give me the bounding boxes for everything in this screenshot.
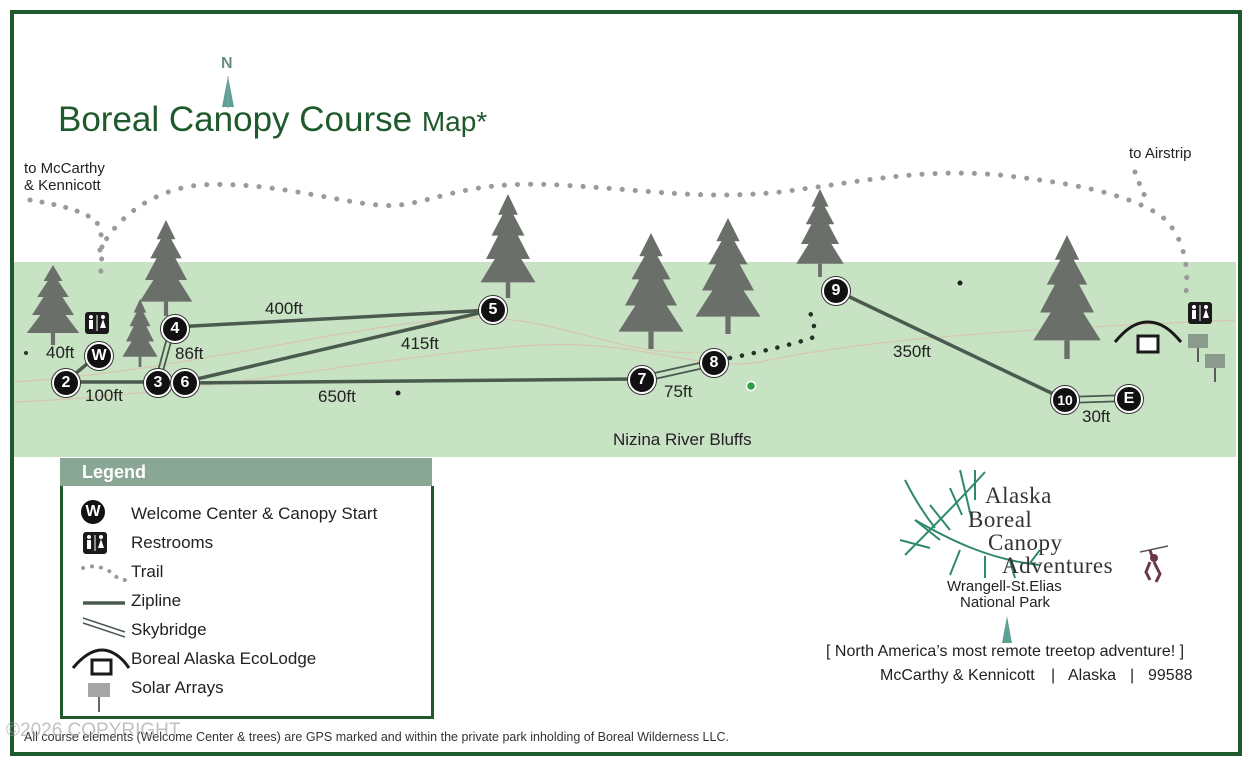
- station-3[interactable]: 3: [144, 369, 172, 397]
- region-label: Nizina River Bluffs: [613, 430, 752, 449]
- map-border: [10, 10, 1242, 756]
- restrooms-icon: [1188, 302, 1212, 324]
- north-label: N: [221, 55, 233, 72]
- contour-line: [13, 319, 1237, 403]
- legend-label-ecolodge: Boreal Alaska EcoLodge: [131, 649, 317, 668]
- address-state: Alaska: [1068, 667, 1117, 684]
- trail-dot: [957, 280, 963, 286]
- skybridge-icon: [82, 617, 126, 638]
- station-4[interactable]: 4: [161, 315, 189, 343]
- map-title-main: Boreal Canopy Course: [58, 100, 413, 139]
- map-title: Boreal Canopy Course Map*: [58, 100, 487, 140]
- restrooms-icon: [85, 312, 109, 334]
- distance-w-2: 40ft: [46, 343, 75, 362]
- solar-array-icon: [1188, 334, 1225, 382]
- station-8[interactable]: 8: [700, 349, 728, 377]
- logo-arrow-icon: [1002, 616, 1012, 643]
- trail-path: [97, 170, 1190, 303]
- legend-label-skybridge: Skybridge: [131, 620, 207, 639]
- destination-mccarthy-line2: & Kennicott: [24, 177, 101, 194]
- legend-label-solar: Solar Arrays: [131, 678, 224, 697]
- trail-dot: [395, 390, 401, 396]
- destination-mccarthy-line1: to McCarthy: [24, 160, 105, 177]
- tree-icon: [480, 194, 536, 298]
- solar-array-icon: [88, 683, 110, 712]
- legend-panel: W Welcome Center & Canopy Start Restroom…: [60, 486, 434, 719]
- distance-6-7: 650ft: [318, 387, 356, 406]
- station-7[interactable]: 7: [628, 366, 656, 394]
- distance-3-4: 86ft: [175, 344, 204, 363]
- brand-line-3: Canopy: [988, 530, 1063, 555]
- legend-label-trail: Trail: [131, 562, 164, 581]
- distance-10-e: 30ft: [1082, 407, 1111, 426]
- zipline-9-10: [834, 288, 1067, 402]
- address-zip: 99588: [1148, 667, 1193, 684]
- zipline-rider-icon: [1139, 545, 1169, 583]
- trail-path: [27, 197, 105, 285]
- park-line-2: National Park: [960, 594, 1051, 611]
- station-5[interactable]: 5: [479, 296, 507, 324]
- distance-9-10: 350ft: [893, 342, 931, 361]
- station-6[interactable]: 6: [171, 369, 199, 397]
- station-w[interactable]: W: [85, 342, 113, 370]
- zipline-6-7: [183, 377, 642, 385]
- distance-7-8: 75ft: [664, 382, 693, 401]
- tree-icon: [796, 189, 844, 277]
- address-town: McCarthy & Kennicott: [880, 667, 1035, 684]
- gps-marker: [745, 380, 757, 392]
- zipline-icon: [83, 601, 125, 605]
- trail-icon: [81, 564, 127, 582]
- trail-path: [1132, 169, 1151, 203]
- legend-label-welcome: Welcome Center & Canopy Start: [131, 504, 378, 523]
- ecolodge-icon: [1113, 320, 1183, 354]
- copyright-watermark: ©2026 COPYRIGHT: [6, 720, 181, 741]
- station-e[interactable]: E: [1115, 385, 1143, 413]
- brand-line-1: Alaska: [985, 483, 1052, 508]
- contour-line: [13, 317, 701, 383]
- footer-note: All course elements (Welcome Center & tr…: [24, 730, 729, 744]
- legend-label-restrooms: Restrooms: [131, 533, 214, 552]
- legend-label-zipline: Zipline: [131, 591, 182, 610]
- distance-5-6: 415ft: [401, 334, 439, 353]
- park-line-1: Wrangell-St.Elias: [947, 578, 1062, 595]
- distance-4-5: 400ft: [265, 299, 303, 318]
- brand-line-2: Boreal: [968, 507, 1033, 532]
- spruce-branch-logo: [899, 469, 1041, 579]
- map-title-suffix: Map*: [421, 106, 488, 137]
- station-10[interactable]: 10: [1051, 386, 1079, 414]
- restrooms-icon: [83, 532, 107, 554]
- trail-path: [727, 302, 817, 361]
- brand-tagline: [ North America’s most remote treetop ad…: [826, 643, 1185, 660]
- welcome-center-icon: W: [81, 500, 105, 524]
- bluffs-band: [14, 262, 1236, 457]
- station-2[interactable]: 2: [52, 369, 80, 397]
- ecolodge-icon: [71, 648, 131, 676]
- brand-line-4: Adventures: [1002, 553, 1114, 578]
- distance-2-3: 100ft: [85, 386, 123, 405]
- trail-dot: [24, 351, 28, 355]
- zipline-5-6: [183, 308, 493, 384]
- zipline-4-5: [173, 308, 493, 329]
- address-separator: |: [1130, 667, 1135, 684]
- station-9[interactable]: 9: [822, 277, 850, 305]
- destination-airstrip: to Airstrip: [1129, 145, 1192, 162]
- address-separator: |: [1051, 667, 1056, 684]
- legend-header: Legend: [60, 458, 432, 486]
